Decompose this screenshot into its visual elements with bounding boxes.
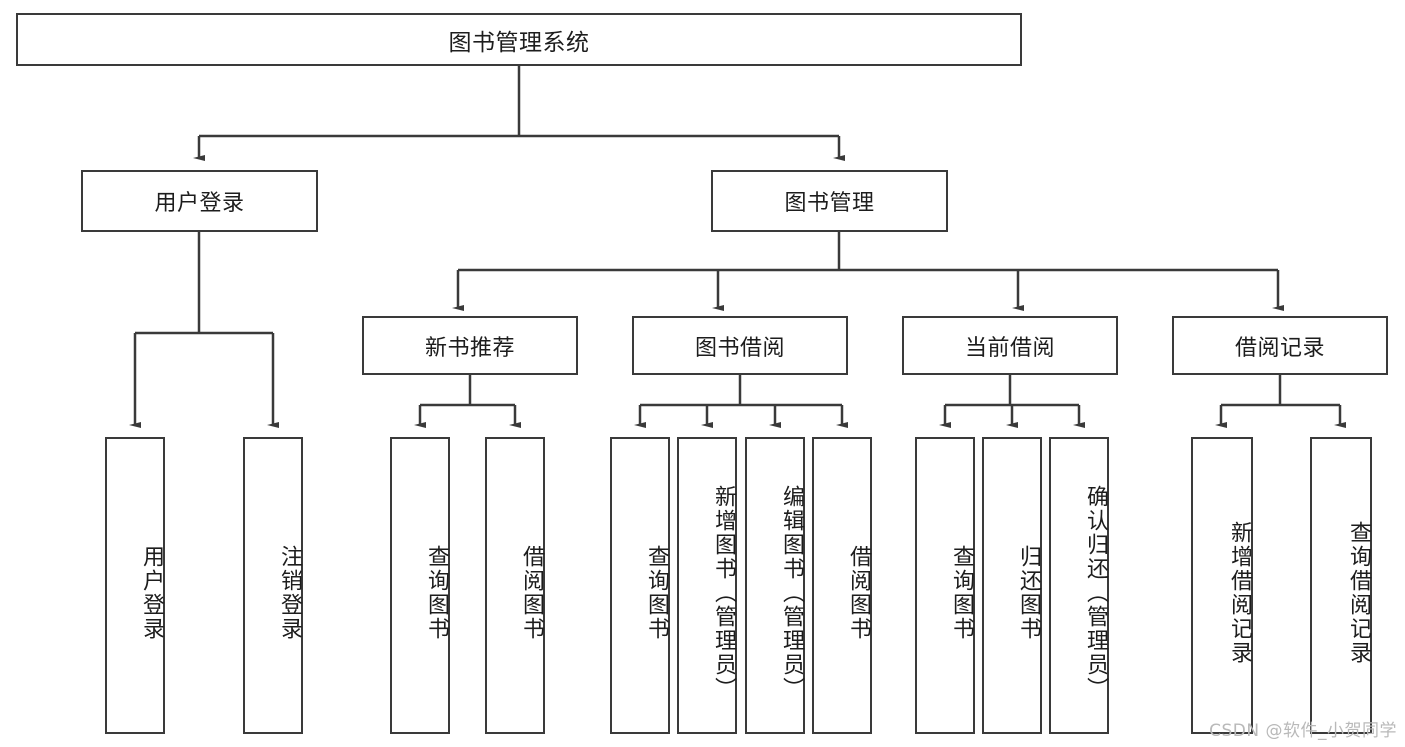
node-current-borrow[interactable]: 当前借阅 — [902, 316, 1118, 375]
node-root-system[interactable]: 图书管理系统 — [16, 13, 1022, 66]
node-book-borrow[interactable]: 图书借阅 — [632, 316, 848, 375]
leaf-user-login[interactable]: 用户登录 — [105, 437, 165, 734]
leaf-add-book-admin[interactable]: 新增图书（管理员） — [677, 437, 737, 734]
leaf-logout[interactable]: 注销登录 — [243, 437, 303, 734]
leaf-borrow-book-recommend[interactable]: 借阅图书 — [485, 437, 545, 734]
node-book-management[interactable]: 图书管理 — [711, 170, 948, 232]
node-borrow-record[interactable]: 借阅记录 — [1172, 316, 1388, 375]
leaf-query-book-current[interactable]: 查询图书 — [915, 437, 975, 734]
watermark-text: CSDN @软件_小贺同学 — [1209, 721, 1397, 741]
node-user-login[interactable]: 用户登录 — [81, 170, 318, 232]
leaf-edit-book-admin[interactable]: 编辑图书（管理员） — [745, 437, 805, 734]
leaf-query-book-borrow[interactable]: 查询图书 — [610, 437, 670, 734]
leaf-borrow-book[interactable]: 借阅图书 — [812, 437, 872, 734]
node-new-book-recommend[interactable]: 新书推荐 — [362, 316, 578, 375]
leaf-return-book[interactable]: 归还图书 — [982, 437, 1042, 734]
leaf-confirm-return-admin[interactable]: 确认归还（管理员） — [1049, 437, 1109, 734]
leaf-add-borrow-record[interactable]: 新增借阅记录 — [1191, 437, 1253, 734]
leaf-query-book-recommend[interactable]: 查询图书 — [390, 437, 450, 734]
leaf-query-borrow-record[interactable]: 查询借阅记录 — [1310, 437, 1372, 734]
